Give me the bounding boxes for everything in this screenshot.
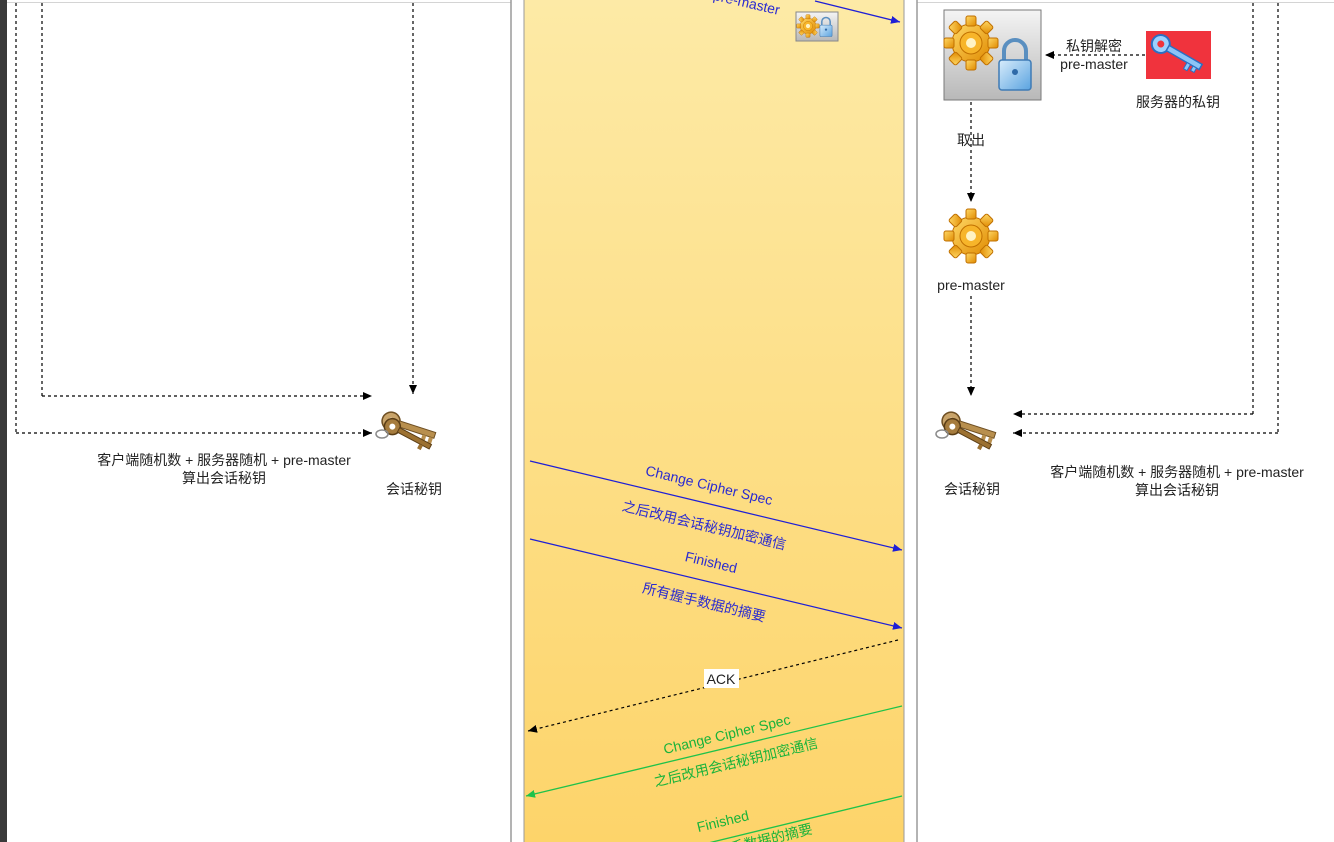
take-out-label: 取出: [957, 132, 985, 148]
server-formula-line2: 算出会话秘钥: [1135, 482, 1219, 498]
client-formula-line1: 客户端随机数 + 服务器随机 + pre-master: [97, 452, 351, 468]
client-session-key-label: 会话秘钥: [386, 481, 442, 497]
decrypt-label-line2: pre-master: [1060, 56, 1128, 72]
server-private-key-label: 服务器的私钥: [1136, 94, 1220, 110]
encrypted-pre-master-icon: [795, 11, 839, 42]
server-session-key-icon: [935, 409, 999, 455]
client-formula-line2: 算出会话秘钥: [182, 470, 266, 486]
left-window-edge: [0, 0, 7, 842]
ack-label: ACK: [707, 671, 736, 687]
server-private-key-icon: [1146, 31, 1211, 79]
client-flow-lines: [15, 3, 417, 437]
server-finished-arrow: [709, 795, 903, 842]
decrypt-label-line1: 私钥解密: [1066, 38, 1122, 54]
server-session-key-label: 会话秘钥: [944, 481, 1000, 497]
server-formula-line1: 客户端随机数 + 服务器随机 + pre-master: [1050, 464, 1304, 480]
ack-label-bg: [704, 669, 739, 688]
client-finished-arrow: [529, 538, 903, 630]
encrypted-pre-master-arrow: [814, 0, 901, 24]
gear-icon: [943, 15, 999, 71]
client-session-key-icon: [375, 409, 439, 455]
server-pre-master-label: pre-master: [937, 277, 1005, 293]
client-change-cipher-arrow: [529, 460, 903, 552]
server-pre-master-gear-icon: [943, 208, 999, 264]
server-decrypt-box: [943, 9, 1042, 101]
server-flow-lines: [967, 3, 1279, 437]
network-channel: [523, 0, 905, 842]
server-change-cipher-arrow: [525, 705, 903, 798]
